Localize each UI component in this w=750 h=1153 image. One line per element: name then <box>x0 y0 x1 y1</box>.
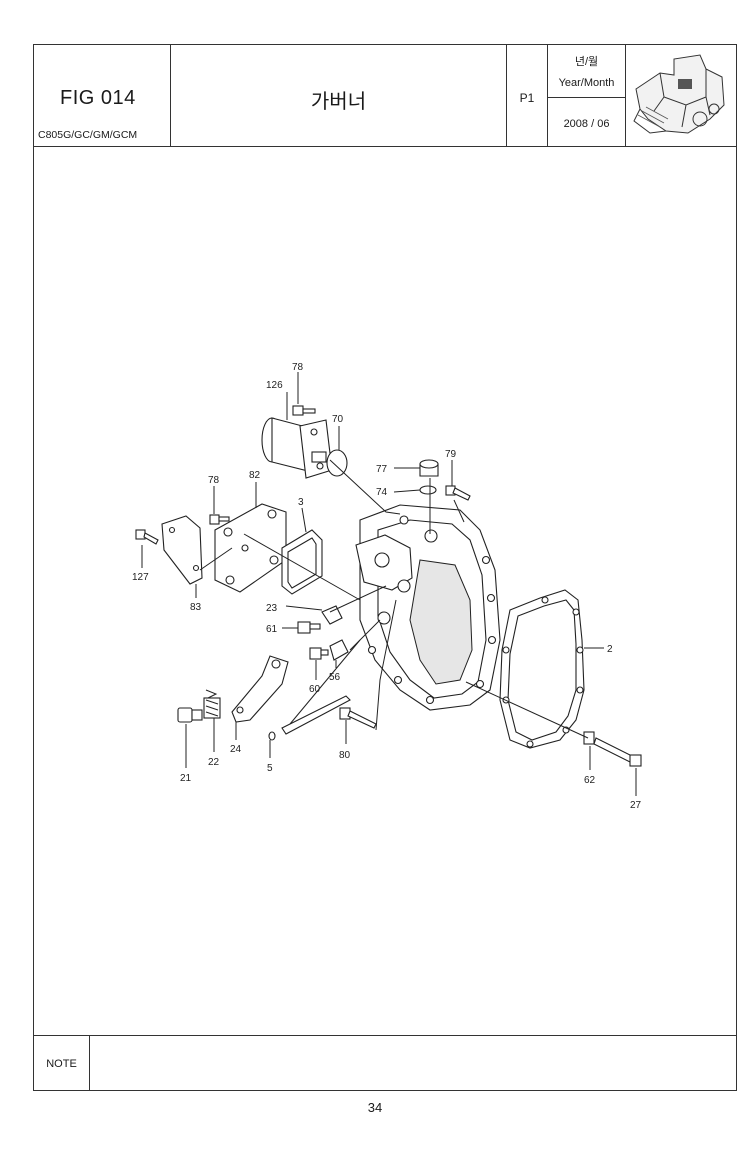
spring-22 <box>203 689 221 719</box>
callouts: 126 78 70 77 79 74 78 82 3 127 83 23 61 … <box>132 362 642 811</box>
note-label: NOTE <box>46 1058 77 1070</box>
bolt-21 <box>177 707 203 723</box>
callout-126: 126 <box>266 380 283 391</box>
callout-3: 3 <box>298 497 304 508</box>
model-code: C805G/GC/GM/GCM <box>38 129 138 141</box>
combine-harvester-logo <box>633 54 725 134</box>
callout-2: 2 <box>607 644 613 655</box>
note-row: NOTE <box>34 1035 736 1090</box>
bolt-27 <box>593 737 642 767</box>
callout-27: 27 <box>630 800 642 811</box>
bolt-127 <box>135 529 159 545</box>
lever-23 <box>321 605 343 625</box>
callout-127: 127 <box>132 572 149 583</box>
plate-56 <box>329 639 349 661</box>
callout-61: 61 <box>266 624 278 635</box>
fig-cell: FIG 014 C805G/GC/GM/GCM <box>34 45 171 146</box>
callout-21: 21 <box>180 773 192 784</box>
cover-plate-82 <box>214 503 287 593</box>
bolt-78-left <box>209 514 230 525</box>
bolt-60 <box>309 647 329 660</box>
page-cell: P1 <box>507 45 548 146</box>
page-frame: FIG 014 C805G/GC/GM/GCM 가버너 P1 년/월 Year/… <box>33 44 737 1091</box>
fig-number: FIG 014 <box>60 87 136 109</box>
callout-83: 83 <box>190 602 202 613</box>
callout-78-left: 78 <box>208 475 220 486</box>
washer-74 <box>419 485 437 495</box>
callout-70: 70 <box>332 414 344 425</box>
bolt-80 <box>339 707 377 729</box>
header-table: FIG 014 C805G/GC/GM/GCM 가버너 P1 년/월 Year/… <box>34 45 736 147</box>
date-cell: 년/월 Year/Month 2008 / 06 <box>548 45 626 146</box>
o-ring-70 <box>326 449 348 477</box>
callout-24: 24 <box>230 744 242 755</box>
date-value: 2008 / 06 <box>563 118 610 130</box>
governor-housing <box>355 504 501 711</box>
stop-solenoid <box>261 417 333 479</box>
nut-62 <box>583 731 595 745</box>
callout-22: 22 <box>208 757 220 768</box>
bracket-83 <box>161 515 203 585</box>
callout-62: 62 <box>584 775 596 786</box>
logo-cell <box>626 45 736 146</box>
title-cell: 가버너 <box>171 45 507 146</box>
callout-23: 23 <box>266 603 278 614</box>
callout-5: 5 <box>267 763 273 774</box>
governor-lever-24 <box>231 655 289 723</box>
shaft-5 <box>268 695 351 741</box>
callout-77: 77 <box>376 464 388 475</box>
date-label-korean: 년/월 <box>574 56 599 68</box>
page-label: P1 <box>519 91 535 105</box>
bolt-61 <box>297 621 321 634</box>
governor-gasket <box>499 589 585 749</box>
bolt-79 <box>445 485 471 501</box>
callout-56: 56 <box>329 672 341 683</box>
callout-82: 82 <box>249 470 261 481</box>
note-label-cell: NOTE <box>34 1036 90 1090</box>
callout-78-top: 78 <box>292 362 304 373</box>
callout-74: 74 <box>376 487 388 498</box>
leader-lines <box>141 372 637 796</box>
callout-60: 60 <box>309 684 321 695</box>
date-label-box: 년/월 Year/Month <box>548 45 625 98</box>
date-label-english: Year/Month <box>558 77 615 89</box>
callout-79: 79 <box>445 449 457 460</box>
bolt-78-top <box>292 405 316 416</box>
page-number: 34 <box>367 1100 383 1115</box>
figure-title: 가버너 <box>310 91 367 113</box>
callout-80: 80 <box>339 750 351 761</box>
plug-77 <box>419 459 439 477</box>
